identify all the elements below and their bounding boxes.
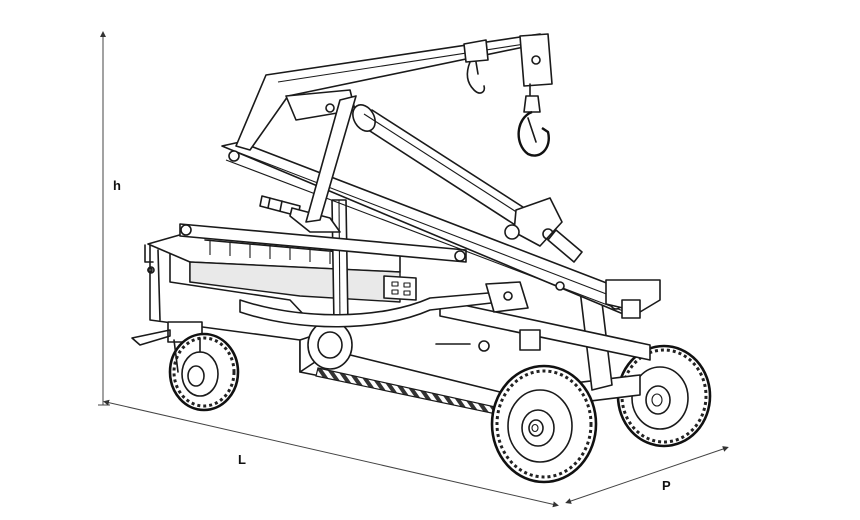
fittings (147, 267, 541, 352)
small-hook (463, 39, 489, 94)
mast-column (331, 199, 349, 326)
length-label: L (238, 452, 246, 467)
height-dimension: h (98, 31, 121, 406)
height-label: h (113, 178, 121, 193)
hydraulic-cylinder (352, 104, 583, 263)
middle-wheel (307, 320, 353, 370)
crane-boom (221, 33, 661, 319)
rear-caster-wheel (131, 321, 240, 412)
main-hook (517, 83, 550, 157)
pump-handle (259, 195, 341, 233)
width-label: P (662, 478, 671, 493)
width-dimension: P (565, 446, 729, 504)
support-brace (179, 223, 529, 328)
length-dimension: L (103, 399, 559, 508)
front-left-wheel (490, 364, 598, 484)
